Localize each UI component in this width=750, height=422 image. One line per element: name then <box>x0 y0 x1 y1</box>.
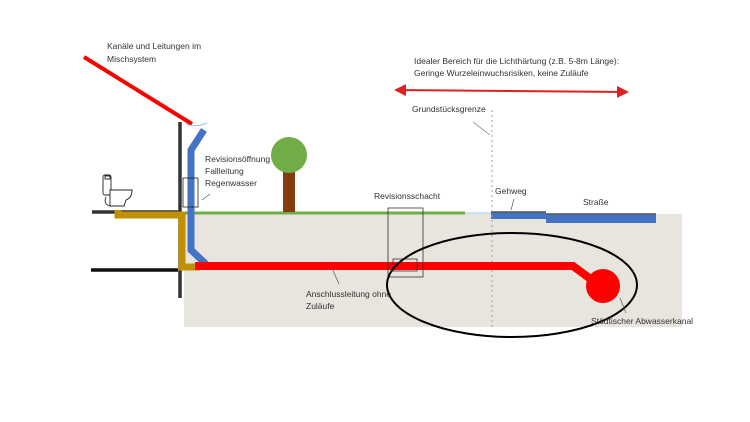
property-line-label: Grundstücksgrenze <box>412 104 486 114</box>
sidewalk-label: Gehweg <box>495 186 527 196</box>
roof-label-line-1: Kanäle und Leitungen im <box>107 41 201 51</box>
downpipe-label-line-3: Regenwasser <box>205 178 257 188</box>
downpipe-label-line-1: Revisionsöffnung <box>205 154 270 164</box>
inspection-shaft-label: Revisionsschacht <box>374 191 441 201</box>
downpipe-inspection-box <box>182 177 199 208</box>
roof-pipe <box>82 55 194 126</box>
ideal-range-label: Idealer Bereich für die Lichthärtung (z.… <box>414 56 621 78</box>
downpipe-leader-line <box>201 193 211 201</box>
ideal-range-line-2: Geringe Wurzeleinwuchsrisiken, keine Zul… <box>414 68 589 78</box>
ideal-range-line-1: Idealer Bereich für die Lichthärtung (z.… <box>414 56 619 66</box>
rainwater-downpipe <box>187 128 209 267</box>
street-label: Straße <box>583 197 609 207</box>
downpipe-label: Revisionsöffnung Fallleitung Regenwasser <box>205 154 272 188</box>
connection-pipe-label-line-1: Anschlussleitung ohne <box>306 289 391 299</box>
inspection-shaft <box>387 207 424 278</box>
street <box>546 214 656 223</box>
connection-pipe-label-line-2: Zuläufe <box>306 301 335 311</box>
sidewalk-leader <box>510 198 515 211</box>
ideal-zone-ellipse <box>386 232 638 338</box>
roof-label-line-2: Mischsystem <box>107 54 156 64</box>
toilet-icon <box>102 174 133 207</box>
gutter-arc <box>185 122 208 127</box>
ideal-range-arrow <box>394 84 629 98</box>
roof-label: Kanäle und Leitungen im Mischsystem <box>107 41 203 64</box>
downpipe-label-line-2: Fallleitung <box>205 166 244 176</box>
sewer-leader <box>619 297 627 314</box>
municipal-sewer <box>586 269 620 303</box>
tree-icon <box>271 137 307 212</box>
connection-pipe-leader <box>330 265 340 285</box>
connection-pipe-label: Anschlussleitung ohne Zuläufe <box>306 289 393 311</box>
house-drain-pipe <box>114 210 200 271</box>
property-line-leader <box>472 121 491 136</box>
connection-pipe <box>195 262 595 284</box>
sewer-label: Städtischer Abwasserkanal <box>591 316 693 326</box>
sidewalk <box>491 212 546 219</box>
